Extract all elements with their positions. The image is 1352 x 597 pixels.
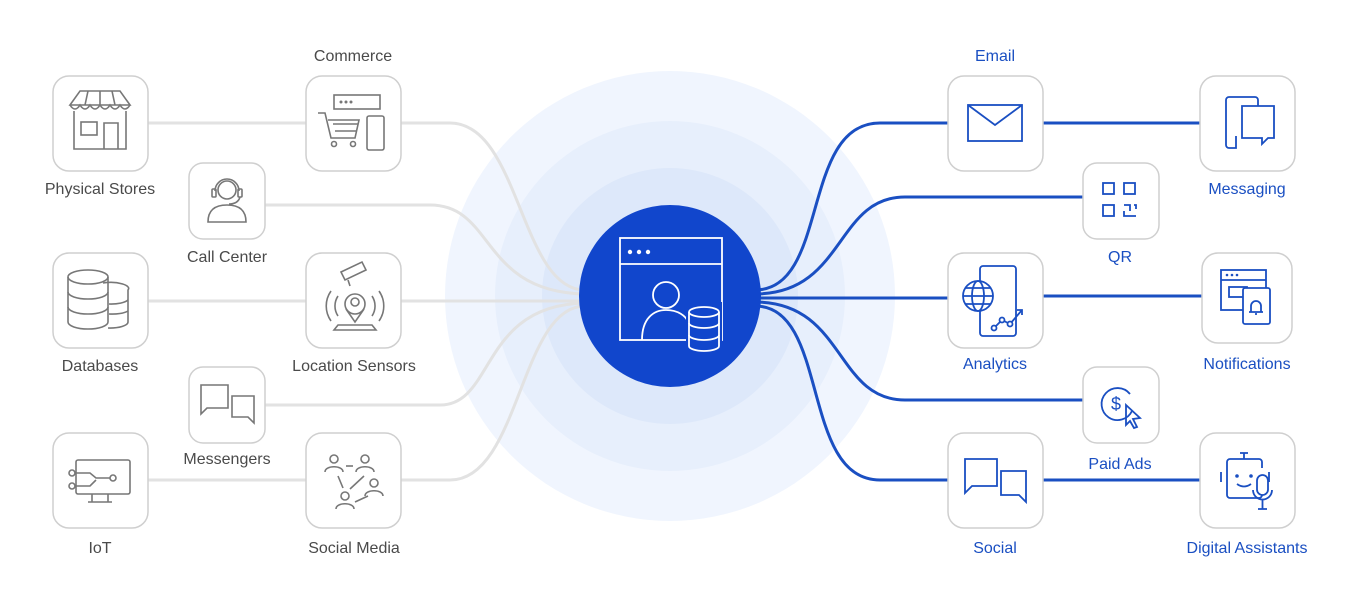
chat-bubbles-icon: [200, 384, 255, 425]
node-databases[interactable]: [52, 252, 149, 349]
node-call-center[interactable]: [188, 162, 266, 240]
node-email[interactable]: [947, 75, 1044, 172]
robot-mic-icon: [1220, 452, 1273, 510]
node-physical-stores[interactable]: [52, 75, 149, 172]
label-social: Social: [973, 540, 1017, 557]
label-location-sensors: Location Sensors: [292, 358, 416, 375]
store-icon: [68, 90, 132, 150]
label-databases: Databases: [61, 358, 139, 375]
destination-connectors: [754, 121, 1202, 482]
source-connectors: [148, 121, 586, 482]
label-iot: IoT: [88, 540, 112, 557]
node-digital-assistants[interactable]: [1199, 432, 1296, 529]
people-network-icon: [324, 454, 384, 510]
node-social-media[interactable]: [305, 432, 402, 529]
database-icon: [67, 269, 130, 330]
iot-screen-icon: [68, 459, 131, 503]
chat-bubbles-icon: [964, 458, 1027, 505]
node-location-sensors[interactable]: [305, 252, 402, 349]
connector-messengers: [265, 301, 586, 407]
label-digital-assistants: Digital Assistants: [1186, 540, 1308, 557]
connector-call-center: [265, 203, 586, 296]
node-social[interactable]: [947, 432, 1044, 529]
connector-social-media: [401, 304, 586, 482]
customer-data-platform-icon: [619, 237, 723, 354]
label-email: Email: [974, 48, 1016, 65]
label-commerce: Commerce: [313, 48, 393, 65]
node-commerce[interactable]: [305, 75, 402, 172]
notification-bell-icon: [1220, 269, 1271, 325]
node-qr[interactable]: [1082, 162, 1160, 240]
label-paid-ads: Paid Ads: [1088, 456, 1152, 473]
envelope-icon: [967, 104, 1023, 142]
connector-paid-ads: [754, 300, 1083, 402]
node-messengers[interactable]: [188, 366, 266, 444]
label-analytics: Analytics: [962, 356, 1028, 373]
label-messengers: Messengers: [183, 451, 271, 468]
location-pin-icon: [325, 260, 385, 331]
globe-chart-icon: [962, 265, 1023, 337]
qr-code-icon: [1102, 182, 1137, 217]
node-analytics[interactable]: [947, 252, 1044, 349]
connector-commerce: [401, 121, 586, 292]
connector-email: [754, 121, 948, 292]
hub: [579, 205, 761, 387]
svg-text:$: $: [1111, 394, 1121, 414]
label-qr: QR: [1108, 249, 1132, 266]
label-notifications: Notifications: [1203, 356, 1291, 373]
headset-agent-icon: [207, 178, 247, 223]
connector-qr: [754, 195, 1083, 296]
node-paid-ads[interactable]: $: [1082, 366, 1160, 444]
label-messaging: Messaging: [1208, 181, 1286, 198]
label-physical-stores: Physical Stores: [44, 181, 156, 198]
connector-social: [754, 304, 948, 482]
node-iot[interactable]: [52, 432, 149, 529]
label-social-media: Social Media: [308, 540, 400, 557]
node-notifications[interactable]: [1201, 252, 1293, 344]
node-messaging[interactable]: [1199, 75, 1296, 172]
label-call-center: Call Center: [186, 249, 268, 266]
cart-device-icon: [318, 94, 385, 151]
dollar-cursor-icon: $: [1100, 387, 1142, 430]
mobile-message-icon: [1225, 96, 1275, 149]
